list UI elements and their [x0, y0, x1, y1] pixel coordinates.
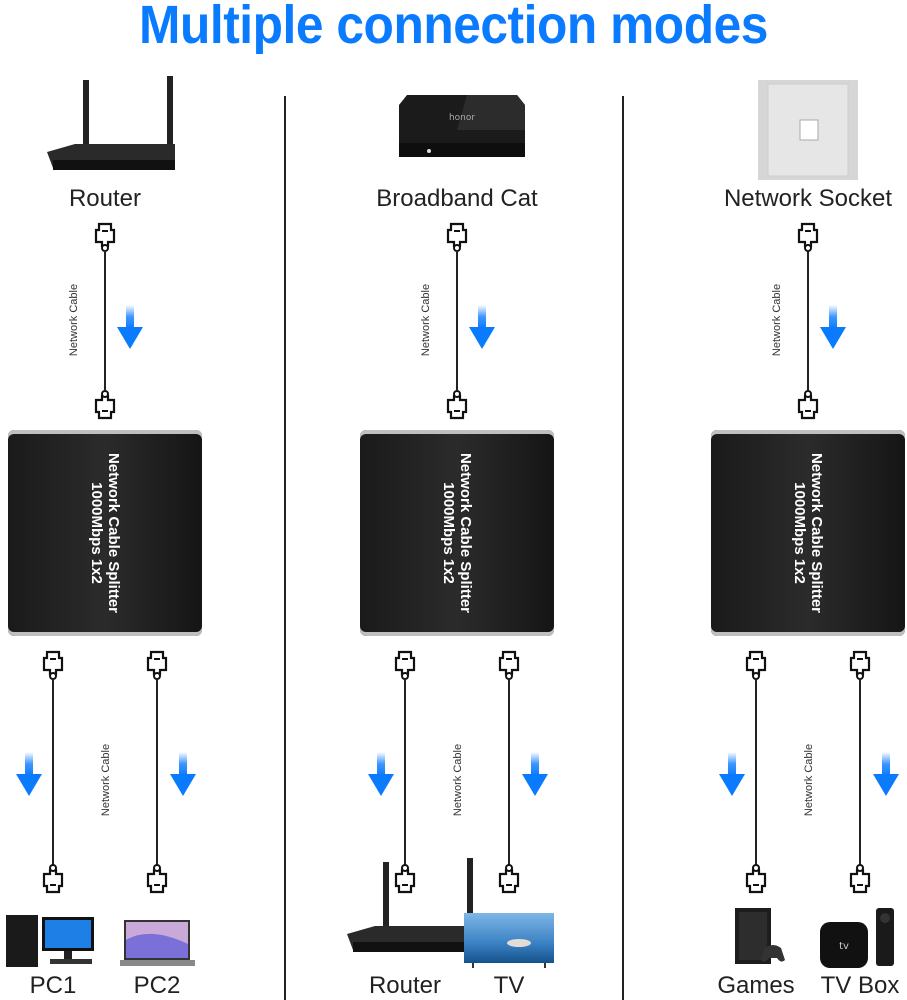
rj45-plug-icon — [42, 650, 64, 680]
output-label: TV Box — [820, 972, 900, 999]
network-cable — [807, 250, 809, 390]
output-label: PC1 — [29, 972, 77, 999]
rj45-plug-icon — [146, 650, 168, 680]
rj45-plug-icon — [849, 864, 871, 894]
rj45-plug-icon — [94, 390, 116, 420]
output-label: PC2 — [133, 972, 181, 999]
desktop-pc-icon — [5, 913, 101, 973]
rj45-plug-icon — [94, 222, 116, 252]
arrow-down-icon — [117, 305, 143, 351]
arrow-down-icon — [170, 752, 196, 798]
network-cable — [52, 678, 54, 866]
splitter-text-line1: Network Cable Splitter — [457, 452, 474, 614]
rj45-plug-icon — [394, 650, 416, 680]
network-cable — [156, 678, 158, 866]
arrow-down-icon — [522, 752, 548, 798]
network-cable — [104, 250, 106, 390]
arrow-down-icon — [368, 752, 394, 798]
column-divider — [622, 96, 624, 1000]
wall-socket-icon — [758, 80, 858, 185]
rj45-plug-icon — [498, 650, 520, 680]
source-label: Network Socket — [723, 185, 893, 212]
rj45-plug-icon — [797, 390, 819, 420]
output-label: TV — [493, 972, 525, 999]
cable-label: Network Cable — [452, 743, 464, 817]
network-cable — [755, 678, 757, 866]
arrow-down-icon — [820, 305, 846, 351]
svg-text:honor: honor — [449, 113, 475, 123]
arrow-down-icon — [719, 752, 745, 798]
rj45-plug-icon — [42, 864, 64, 894]
output-label: Router — [368, 972, 442, 999]
rj45-plug-icon — [446, 390, 468, 420]
splitter-text-line2: 1000Mbps 1x2 — [88, 482, 105, 584]
network-cable — [404, 678, 406, 866]
rj45-plug-icon — [849, 650, 871, 680]
svg-text:tv: tv — [839, 941, 849, 952]
rj45-plug-icon — [745, 864, 767, 894]
column-divider — [284, 96, 286, 1000]
rj45-plug-icon — [146, 864, 168, 894]
splitter-text-line2: 1000Mbps 1x2 — [440, 482, 457, 584]
page-title: Multiple connection modes — [139, 0, 768, 55]
router-icon — [35, 76, 177, 191]
modem-box-icon: honor — [387, 85, 527, 170]
cable-label: Network Cable — [771, 283, 783, 357]
source-label: Broadband Cat — [376, 185, 538, 212]
cable-label: Network Cable — [803, 743, 815, 817]
arrow-down-icon — [873, 752, 899, 798]
cable-label: Network Cable — [68, 283, 80, 357]
cable-label: Network Cable — [100, 743, 112, 817]
tv-icon — [464, 913, 554, 973]
rj45-plug-icon — [394, 864, 416, 894]
output-label: Games — [717, 972, 795, 999]
tv-box-icon: tv — [820, 908, 900, 973]
splitter-text-line1: Network Cable Splitter — [105, 452, 122, 614]
cable-label: Network Cable — [420, 283, 432, 357]
rj45-plug-icon — [797, 222, 819, 252]
rj45-plug-icon — [446, 222, 468, 252]
splitter-text-line2: 1000Mbps 1x2 — [791, 482, 808, 584]
network-cable — [456, 250, 458, 390]
router-icon — [335, 858, 477, 973]
game-console-icon — [721, 908, 791, 973]
arrow-down-icon — [469, 305, 495, 351]
rj45-plug-icon — [745, 650, 767, 680]
network-cable — [508, 678, 510, 866]
arrow-down-icon — [16, 752, 42, 798]
splitter-text-line1: Network Cable Splitter — [808, 452, 825, 614]
source-label: Router — [68, 185, 142, 212]
laptop-icon — [119, 918, 195, 973]
rj45-plug-icon — [498, 864, 520, 894]
network-cable — [859, 678, 861, 866]
